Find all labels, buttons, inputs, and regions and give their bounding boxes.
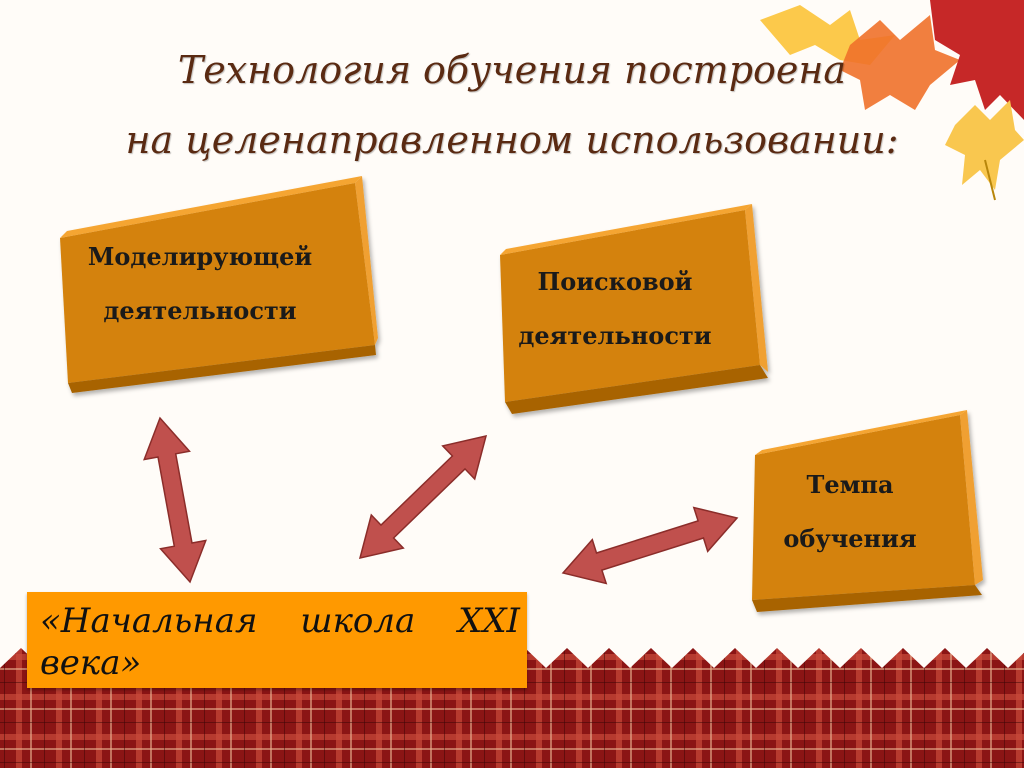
leaf-orange-center [840, 15, 960, 110]
title-line-2: на целенаправленном использовании: [125, 118, 899, 162]
node-label-search-line2: деятельности [518, 321, 712, 350]
node-label-modeling: Моделирующей деятельности [75, 230, 325, 338]
title-line-1: Технология обучения построена [177, 48, 847, 92]
box-search-front [500, 210, 760, 402]
node-label-search: Поисковой деятельности [505, 255, 725, 363]
node-label-modeling-line1: Моделирующей [87, 242, 313, 271]
box-search-side [745, 204, 768, 372]
box-pace-top [755, 410, 967, 455]
node-label-pace-line2: обучения [783, 524, 917, 553]
box-pace-front [752, 415, 975, 600]
node-label-pace: Темпа обучения [770, 458, 930, 566]
box-pace-bottom [752, 585, 982, 612]
double-arrow-modeling-school [143, 416, 207, 584]
node-box-search [500, 204, 768, 414]
box-search-top [500, 204, 752, 255]
box-modeling-front [60, 183, 375, 383]
node-label-modeling-line2: деятельности [103, 296, 297, 325]
node-box-modeling [60, 176, 378, 393]
school-label: «Начальная школа XXI века» [40, 601, 520, 683]
box-search-bottom [505, 365, 768, 414]
leaf-red-top [930, 0, 1024, 120]
leaf-yellow-right [945, 100, 1024, 190]
box-modeling-top [60, 176, 362, 238]
leaf-stem [984, 159, 996, 201]
box-modeling-side [355, 176, 378, 345]
box-pace-side [960, 410, 983, 585]
node-label-search-line1: Поисковой [537, 267, 693, 296]
school-box [27, 592, 527, 688]
double-arrow-pace-school [561, 506, 739, 585]
double-arrow-search-school [358, 434, 488, 560]
node-label-pace-line1: Темпа [806, 470, 894, 499]
node-box-pace [752, 410, 983, 612]
box-modeling-bottom [68, 345, 376, 393]
